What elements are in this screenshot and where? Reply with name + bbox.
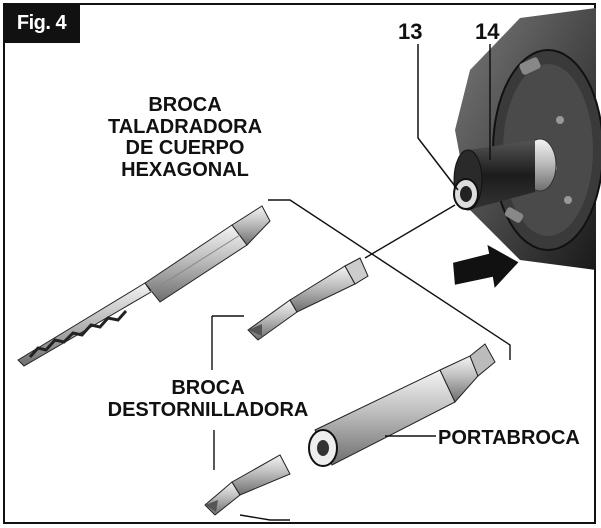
screwdriver-bit-label: BROCA DESTORNILLADORA <box>98 377 318 421</box>
hex-drill-bit-icon <box>17 205 271 367</box>
hex-drill-bit-label-line: BROCA <box>148 94 222 116</box>
connector-lines <box>211 199 511 521</box>
screwdriver-bit-label-line: BROCA <box>171 377 245 399</box>
insert-arrow-icon <box>450 241 522 293</box>
hex-drill-bit-label-line: TALADRADORA <box>107 115 263 138</box>
callout-13: 13 <box>398 19 423 44</box>
screwdriver-bit-lower-icon <box>204 454 291 516</box>
bit-holder-label: PORTABROCA <box>438 427 580 449</box>
bit-holder-icon <box>308 343 496 467</box>
screwdriver-bit-label-line: DESTORNILLADORA <box>107 398 309 421</box>
hex-drill-bit-label: BROCA TALADRADORA DE CUERPO HEXAGONAL <box>100 94 270 181</box>
figure-tag: Fig. 4 <box>3 3 80 43</box>
hex-drill-bit-label-line: HEXAGONAL <box>121 158 249 181</box>
screwdriver-bit-upper-icon <box>247 257 369 341</box>
callout-14: 14 <box>475 19 500 44</box>
hex-drill-bit-label-line: DE CUERPO <box>125 137 245 160</box>
drill-chuck-icon <box>417 8 601 270</box>
